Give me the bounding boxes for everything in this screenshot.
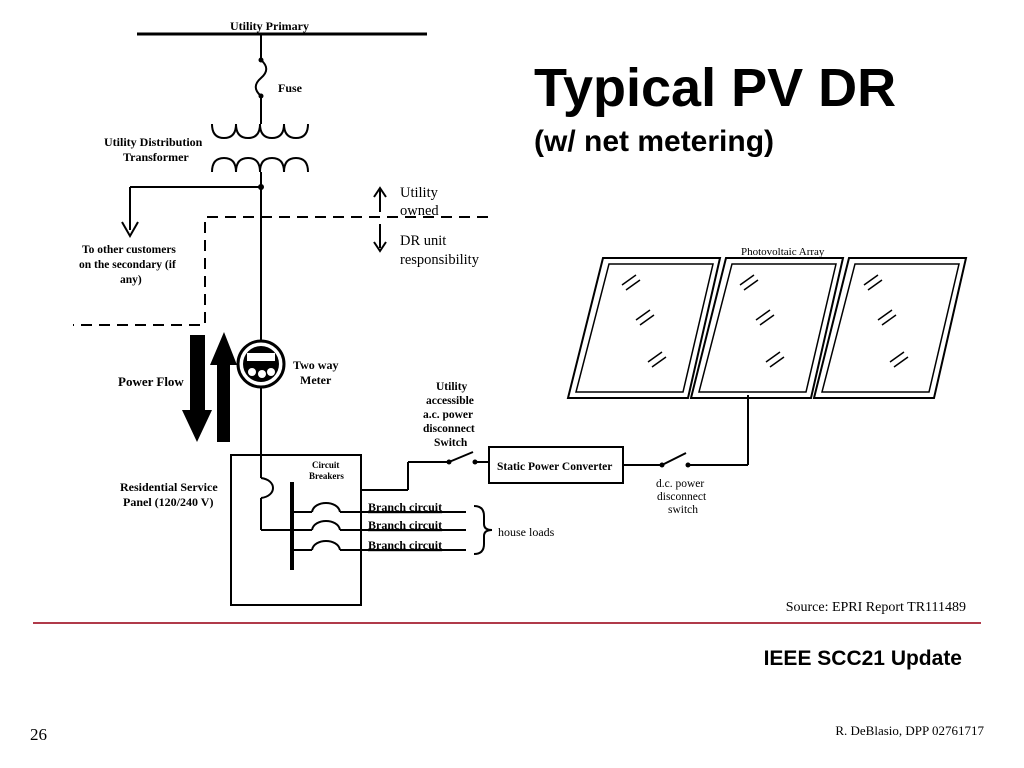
ac-disconnect-label: Utility accessible a.c. power disconnect… bbox=[423, 381, 478, 449]
power-flow-arrows bbox=[182, 332, 237, 442]
footer-title: IEEE SCC21 Update bbox=[763, 647, 962, 670]
ownership-boundary-line bbox=[73, 216, 488, 326]
pv-one-line-diagram: Utility Primary Fuse Utility Distributio… bbox=[73, 19, 968, 606]
slide-title: Typical PV DR bbox=[534, 58, 897, 118]
utility-owned-label: Utility owned bbox=[400, 185, 442, 219]
page-number: 26 bbox=[30, 725, 47, 744]
slide-subtitle: (w/ net metering) bbox=[534, 125, 775, 158]
pv-array-label: Photovoltaic Array bbox=[741, 246, 825, 258]
transformer-symbol bbox=[211, 123, 309, 173]
dr-responsibility-label: DR unit responsibility bbox=[400, 233, 480, 268]
pv-panel-3 bbox=[812, 257, 968, 399]
service-panel-label: Residential Service Panel (120/240 V) bbox=[120, 480, 221, 509]
pv-panel-2 bbox=[689, 257, 845, 399]
house-loads-label: house loads bbox=[498, 525, 555, 539]
fuse-label: Fuse bbox=[278, 81, 303, 95]
meter-label: Two way Meter bbox=[293, 358, 341, 387]
pv-panel-1 bbox=[566, 257, 722, 399]
source-citation: Source: EPRI Report TR111489 bbox=[785, 600, 966, 615]
author-credit: R. DeBlasio, DPP 02761717 bbox=[835, 723, 984, 738]
transformer-label: Utility Distribution Transformer bbox=[104, 135, 205, 164]
power-flow-label: Power Flow bbox=[118, 374, 184, 389]
other-customers-arrow bbox=[121, 221, 139, 239]
dc-disconnect-label: d.c. power disconnect switch bbox=[656, 478, 709, 516]
static-power-converter-label: Static Power Converter bbox=[497, 461, 612, 473]
circuit-breakers-label: Circuit Breakers bbox=[309, 460, 344, 481]
two-way-meter-icon bbox=[236, 339, 286, 389]
main-breaker-symbol bbox=[260, 477, 274, 499]
house-loads-brace bbox=[473, 505, 493, 555]
branch-breakers bbox=[292, 502, 466, 551]
utility-primary-label: Utility Primary bbox=[230, 19, 309, 33]
footer-divider bbox=[33, 622, 981, 624]
branch-circuit-2-label: Branch circuit bbox=[368, 518, 442, 532]
fuse-symbol bbox=[254, 59, 268, 97]
other-customers-label: To other customers on the secondary (if … bbox=[79, 244, 179, 286]
branch-circuit-3-label: Branch circuit bbox=[368, 538, 442, 552]
ac-disconnect-switch bbox=[448, 451, 474, 463]
dc-disconnect-switch bbox=[661, 452, 687, 466]
branch-circuit-1-label: Branch circuit bbox=[368, 500, 442, 514]
